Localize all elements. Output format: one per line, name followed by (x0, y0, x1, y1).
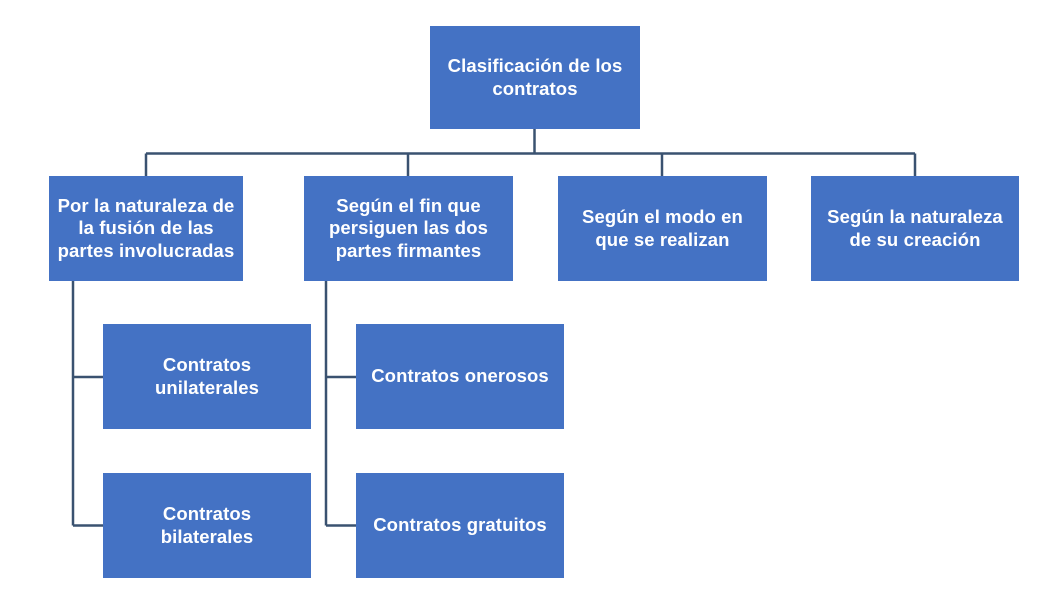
node-branch-1[interactable]: Por la naturaleza de la fusión de las pa… (49, 176, 243, 281)
node-branch-2-child-1[interactable]: Contratos onerosos (356, 324, 564, 429)
node-branch-3-label: Según el modo en que se realizan (582, 205, 743, 250)
node-branch-2-label: Según el fin que persiguen las dos parte… (329, 194, 488, 261)
node-root-label: Clasificación de los contratos (447, 54, 623, 99)
node-branch-1-child-2-label: Contratos bilaterales (160, 502, 254, 547)
node-branch-1-child-2[interactable]: Contratos bilaterales (103, 473, 311, 578)
node-branch-1-label: Por la naturaleza de la fusión de las pa… (57, 194, 235, 261)
node-branch-2-child-2-label: Contratos gratuitos (373, 514, 547, 536)
node-root[interactable]: Clasificación de los contratos (430, 26, 640, 129)
node-branch-2-child-2[interactable]: Contratos gratuitos (356, 473, 564, 578)
node-branch-3[interactable]: Según el modo en que se realizan (558, 176, 767, 281)
node-branch-4[interactable]: Según la naturaleza de su creación (811, 176, 1019, 281)
node-branch-2-child-1-label: Contratos onerosos (371, 365, 549, 387)
node-branch-1-child-1-label: Contratos unilaterales (154, 353, 260, 398)
node-branch-4-label: Según la naturaleza de su creación (827, 205, 1003, 250)
node-branch-1-child-1[interactable]: Contratos unilaterales (103, 324, 311, 429)
node-branch-2[interactable]: Según el fin que persiguen las dos parte… (304, 176, 513, 281)
